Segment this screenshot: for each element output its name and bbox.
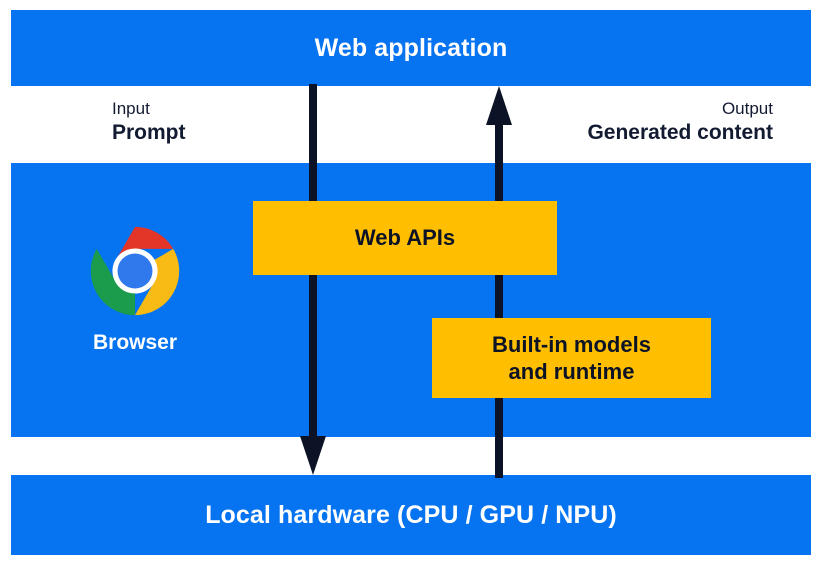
layer-local-hardware: Local hardware (CPU / GPU / NPU) xyxy=(11,475,811,555)
output-kind-label: Output xyxy=(721,99,773,118)
web-apis-box: Web APIs xyxy=(253,201,557,275)
input-kind-label: Input xyxy=(112,99,150,118)
output-value-label: Generated content xyxy=(587,121,773,145)
input-annotation: Input Prompt xyxy=(112,98,186,147)
browser-mark: Browser xyxy=(60,225,210,355)
builtin-models-line-1: Built-in models xyxy=(492,331,651,357)
builtin-models-line-2: and runtime xyxy=(508,359,635,384)
arrow-up-icon xyxy=(486,86,512,478)
builtin-models-label: Built-in models and runtime xyxy=(492,331,651,386)
layer-web-application: Web application xyxy=(11,10,811,86)
output-annotation: Output Generated content xyxy=(587,98,773,147)
arrow-down-icon xyxy=(300,84,326,475)
web-application-label: Web application xyxy=(314,33,508,62)
input-value-label: Prompt xyxy=(112,121,186,145)
chrome-logo-icon xyxy=(90,226,180,316)
builtin-models-box: Built-in models and runtime xyxy=(432,318,711,398)
web-apis-label: Web APIs xyxy=(354,225,456,251)
local-hardware-label: Local hardware (CPU / GPU / NPU) xyxy=(205,500,617,529)
browser-label: Browser xyxy=(92,331,178,354)
